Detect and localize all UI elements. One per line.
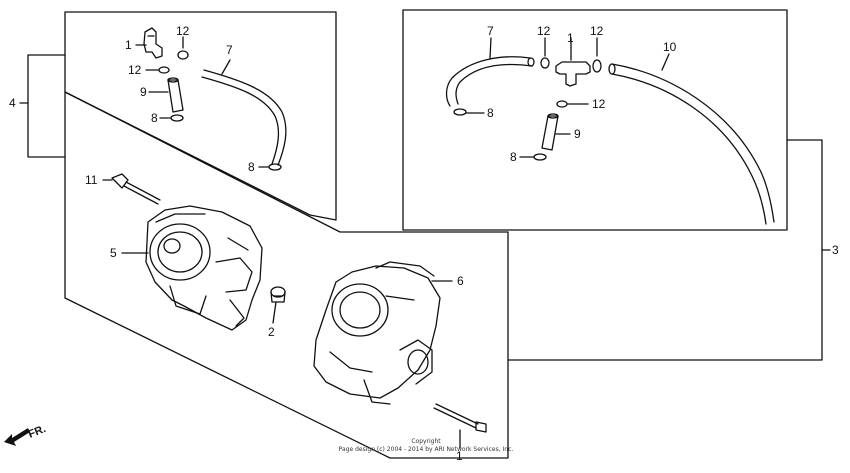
callout-11: 11	[85, 173, 98, 187]
copyright-line-1: Copyright	[411, 438, 441, 445]
callout-5: 5	[110, 246, 117, 260]
clamp-left-b	[268, 163, 282, 171]
carburetor-6	[313, 261, 441, 405]
hose-7-right	[445, 37, 535, 107]
callout-12-right-b: 12	[590, 24, 604, 38]
short-tube-right	[541, 113, 559, 151]
clip-right-b	[592, 59, 602, 73]
callout-12-right-c: 12	[592, 97, 606, 111]
callout-2: 2	[268, 325, 275, 339]
callout-9-right: 9	[574, 127, 581, 141]
inset-box-right	[402, 9, 788, 231]
clip-left-mid	[158, 66, 170, 74]
callout-10: 10	[663, 40, 677, 54]
callout-4: 4	[9, 96, 16, 110]
copyright-line-2: Page design (c) 2004 - 2014 by ARI Netwo…	[339, 446, 514, 453]
tee-fitting-right	[555, 61, 591, 87]
tee-fitting-left	[143, 27, 163, 59]
callout-8-left-b: 8	[248, 160, 255, 174]
clamp-right-a	[453, 108, 467, 116]
callout-1-bottom: 1	[456, 449, 463, 463]
clip-right-a	[540, 57, 550, 69]
callout-6: 6	[457, 274, 464, 288]
clip-right-c	[556, 100, 568, 108]
front-direction-arrow: FR.	[4, 423, 48, 446]
bracket-4	[27, 54, 66, 158]
callout-1-right: 1	[567, 31, 574, 45]
callout-8-left-a: 8	[151, 111, 158, 125]
bolt-11	[111, 173, 161, 205]
short-tube-left	[167, 77, 184, 113]
carburetor-5	[145, 205, 263, 331]
callout-8-right-b: 8	[510, 150, 517, 164]
svg-text:FR.: FR.	[27, 423, 48, 441]
callout-12-left-top: 12	[176, 24, 190, 38]
bracket-3	[507, 139, 823, 361]
long-hose-left	[201, 59, 287, 166]
callout-9-left: 9	[140, 85, 147, 99]
clamp-right-b	[533, 153, 547, 161]
callout-3: 3	[832, 243, 839, 257]
callout-8-right-a: 8	[487, 106, 494, 120]
callout-12-right-a: 12	[537, 24, 551, 38]
main-panel	[64, 91, 509, 459]
callout-7-right: 7	[487, 24, 494, 38]
hose-10	[608, 53, 775, 225]
bolt-1-lower	[433, 403, 487, 433]
clip-left-top	[177, 50, 189, 60]
inset-box-left	[64, 11, 337, 221]
clamp-left-a	[170, 114, 184, 122]
callout-1-left: 1	[125, 38, 132, 52]
callout-12-left-mid: 12	[128, 63, 142, 77]
callout-7-left: 7	[226, 43, 233, 57]
part-2	[270, 286, 286, 303]
